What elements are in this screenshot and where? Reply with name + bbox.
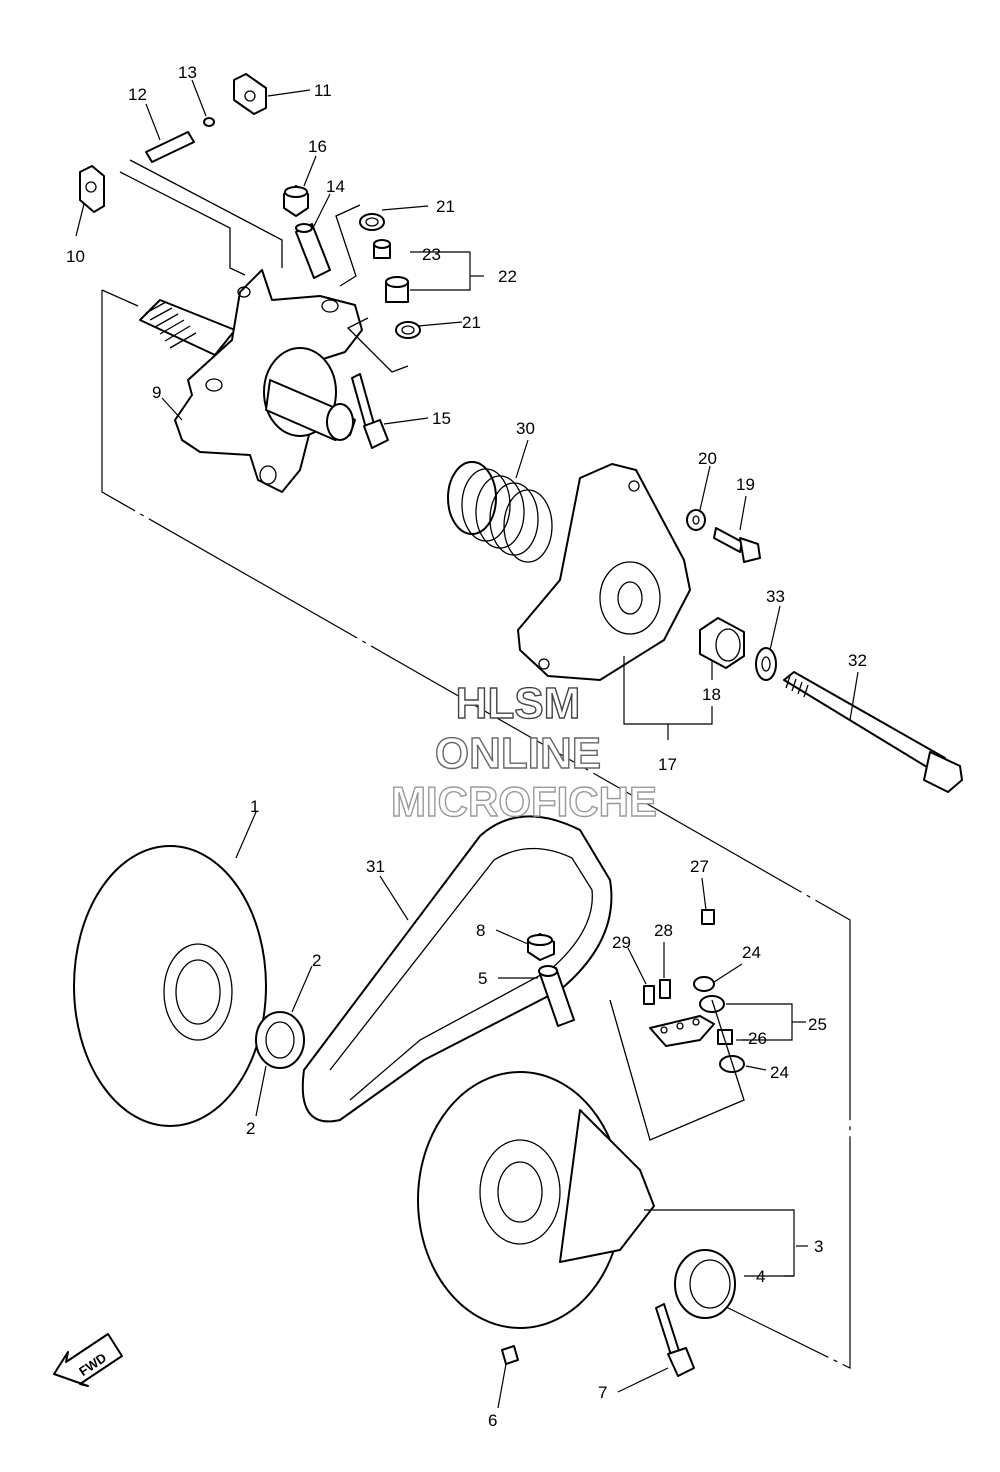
callout-7: 7 bbox=[598, 1383, 607, 1402]
washer-lower-part bbox=[395, 321, 421, 339]
axle-bolt-part bbox=[783, 671, 963, 793]
watermark-line-2: ONLINE bbox=[435, 729, 601, 778]
callout-6: 6 bbox=[488, 1411, 497, 1430]
pin-part bbox=[145, 131, 195, 163]
callout-1: 1 bbox=[250, 797, 259, 816]
callout-13: 13 bbox=[178, 63, 197, 82]
spider-part bbox=[139, 269, 363, 493]
callout-33: 33 bbox=[766, 587, 785, 606]
callout-32: 32 bbox=[848, 651, 867, 670]
collar-part bbox=[255, 1011, 305, 1069]
callout-5: 5 bbox=[478, 969, 487, 988]
bushing-lower-part bbox=[385, 276, 409, 303]
callout-19: 19 bbox=[736, 475, 755, 494]
watermark-line-1: HLSM bbox=[456, 679, 581, 728]
cover-part bbox=[517, 463, 691, 681]
bushing-upper-part bbox=[373, 239, 391, 259]
callout-15: 15 bbox=[432, 409, 451, 428]
spring-part bbox=[447, 461, 553, 563]
washer-20-part bbox=[686, 509, 706, 531]
small-screws-part bbox=[643, 909, 715, 1005]
callout-9: 9 bbox=[152, 383, 161, 402]
callout-21-upper: 21 bbox=[436, 197, 455, 216]
callout-16: 16 bbox=[308, 137, 327, 156]
watermark-line-3: MICROFICHE bbox=[391, 778, 657, 825]
callout-12: 12 bbox=[128, 85, 147, 104]
weight-block-part bbox=[79, 165, 105, 213]
callout-31: 31 bbox=[366, 857, 385, 876]
long-bolt-part bbox=[351, 373, 389, 449]
assembly-frame bbox=[101, 159, 851, 1369]
bracket-lines bbox=[335, 204, 409, 373]
roller-block-part bbox=[233, 73, 267, 115]
callout-11: 11 bbox=[314, 81, 332, 100]
leader-lines bbox=[75, 79, 859, 1409]
cap-nut-part bbox=[283, 185, 309, 217]
bushing-18-part bbox=[699, 617, 745, 669]
pin-6-part bbox=[501, 1345, 519, 1365]
callout-28: 28 bbox=[654, 921, 673, 940]
callout-17: 17 bbox=[658, 755, 677, 774]
callout-18: 18 bbox=[702, 685, 721, 704]
seal-part bbox=[674, 1249, 736, 1319]
callout-27: 27 bbox=[690, 857, 709, 876]
callout-3: 3 bbox=[814, 1237, 823, 1256]
bolt-19-part bbox=[713, 527, 761, 563]
callout-26: 26 bbox=[748, 1029, 767, 1048]
callout-23: 23 bbox=[422, 245, 441, 264]
movable-sheave-part bbox=[417, 1071, 655, 1329]
o-ring-part bbox=[203, 117, 215, 127]
callout-2-upper: 2 bbox=[312, 951, 321, 970]
callout-20: 20 bbox=[698, 449, 717, 468]
callout-30: 30 bbox=[516, 419, 535, 438]
sleeve-5-part bbox=[538, 965, 575, 1027]
washer-upper-part bbox=[359, 213, 385, 231]
washer-33-part bbox=[755, 647, 777, 681]
callout-labels: 1 2 2 3 4 5 6 7 8 9 10 11 12 13 14 15 16… bbox=[66, 63, 867, 1430]
drive-belt-part bbox=[301, 815, 613, 1123]
sleeve-part bbox=[295, 223, 331, 279]
callout-21-lower: 21 bbox=[462, 313, 481, 332]
callout-10: 10 bbox=[66, 247, 85, 266]
callout-29: 29 bbox=[612, 933, 631, 952]
callout-22: 22 bbox=[498, 267, 517, 286]
callout-25: 25 bbox=[808, 1015, 827, 1034]
cap-nut-8-part bbox=[527, 933, 555, 961]
fwd-direction-badge: FWD bbox=[53, 1333, 123, 1387]
callout-14: 14 bbox=[326, 177, 345, 196]
fixed-sheave-part bbox=[73, 845, 267, 1127]
callout-2-lower: 2 bbox=[246, 1119, 255, 1138]
callout-4: 4 bbox=[756, 1267, 765, 1286]
watermark: HLSM ONLINE MICROFICHE bbox=[390, 678, 657, 825]
callout-8: 8 bbox=[476, 921, 485, 940]
bolt-7-part bbox=[655, 1303, 695, 1377]
roller-bracket-part bbox=[649, 1015, 715, 1047]
callout-24-lower: 24 bbox=[770, 1063, 789, 1082]
callout-24-upper: 24 bbox=[742, 943, 761, 962]
